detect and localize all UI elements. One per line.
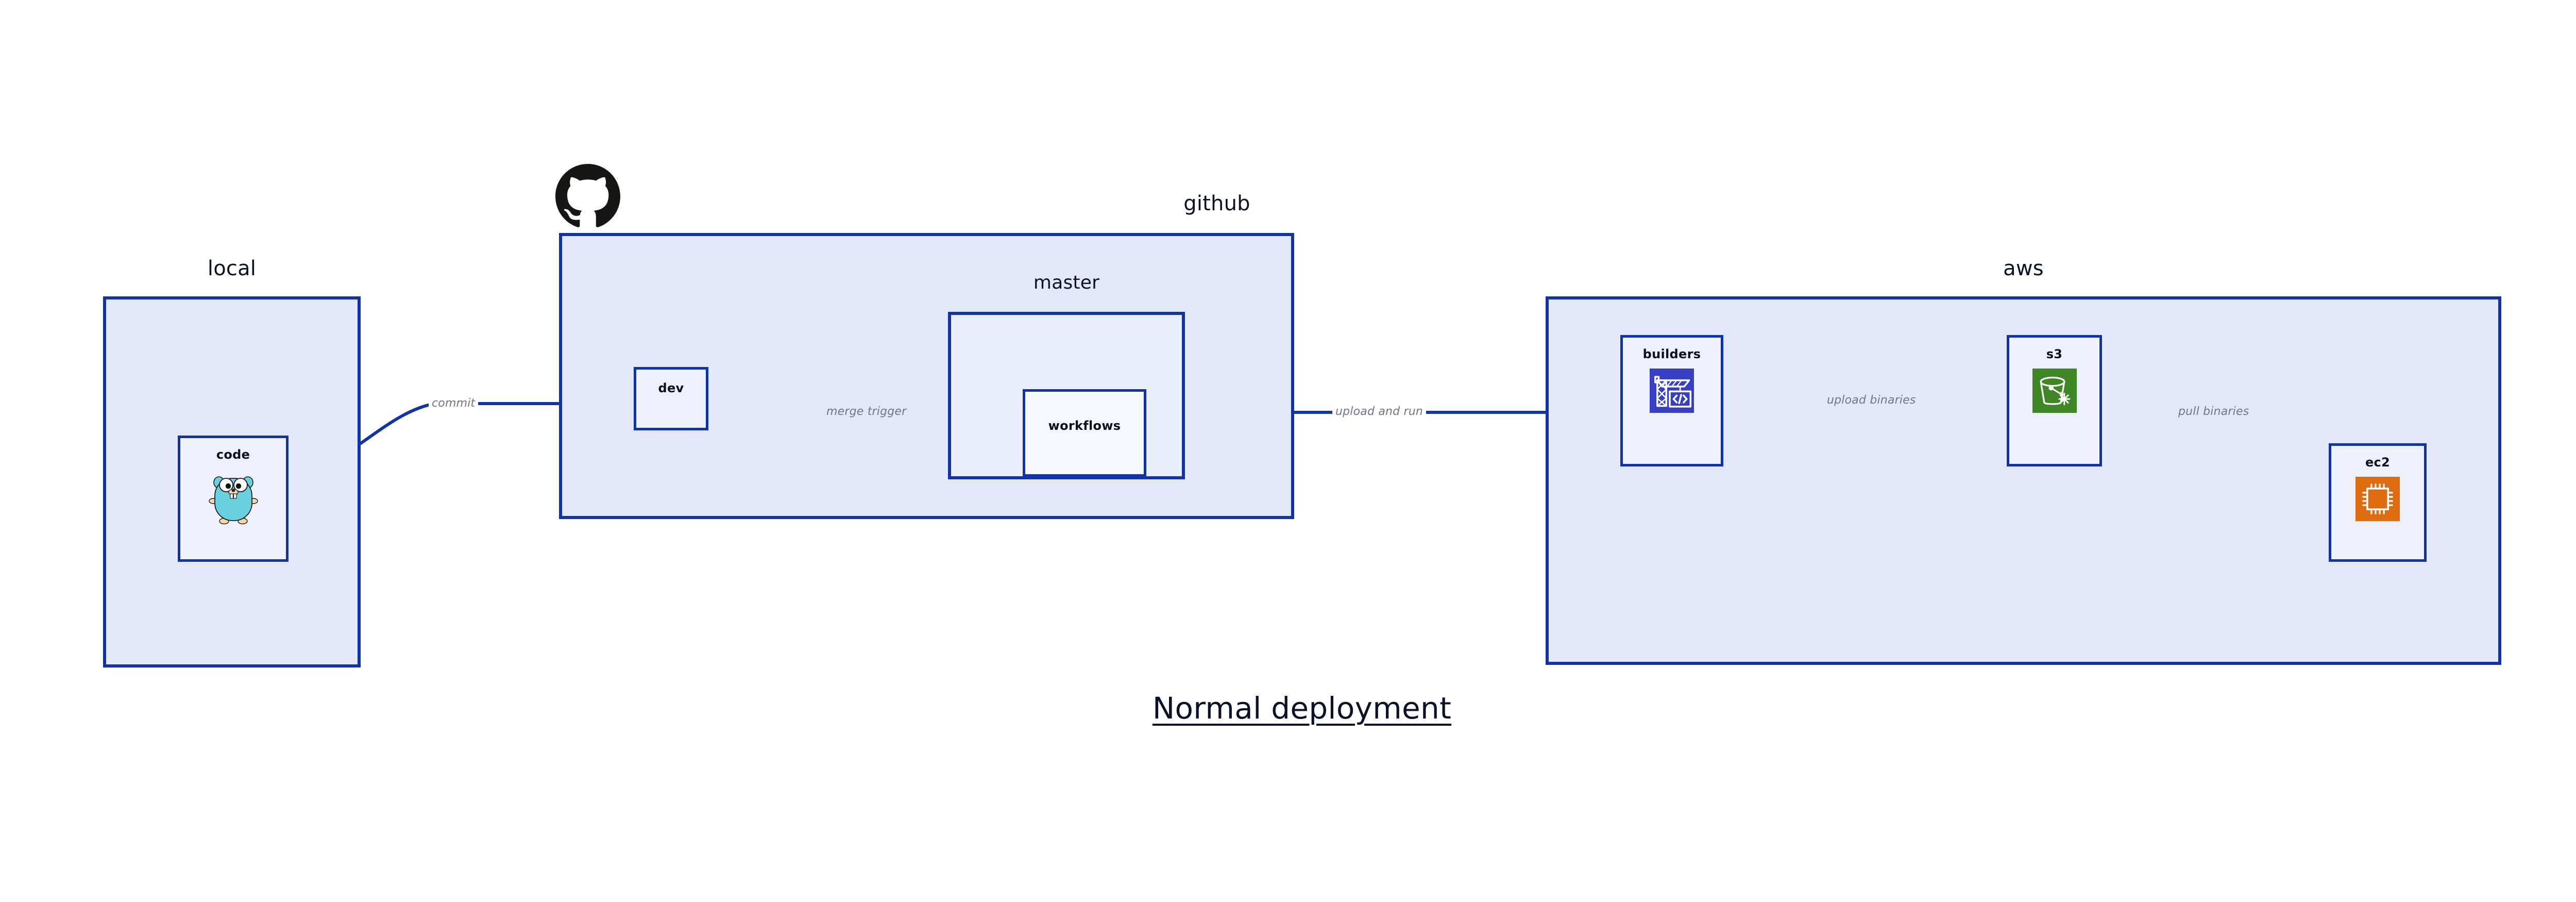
aws-ec2-chip-icon: [2355, 477, 2400, 521]
node-workflows[interactable]: workflows: [1023, 389, 1146, 477]
node-code[interactable]: code: [178, 436, 289, 562]
group-label-github: github: [1183, 192, 1250, 215]
node-label-builders: builders: [1642, 347, 1701, 361]
group-label-master: master: [1033, 272, 1100, 293]
node-label-s3: s3: [2046, 347, 2063, 361]
group-label-aws: aws: [2003, 257, 2044, 280]
group-label-local: local: [207, 257, 257, 280]
node-label-ec2: ec2: [2365, 455, 2391, 470]
edge-label-pull-binaries: pull binaries: [2175, 405, 2252, 418]
node-label-code: code: [216, 447, 250, 462]
node-builders[interactable]: builders: [1620, 335, 1723, 466]
aws-codebuild-crane-icon: [1650, 369, 1694, 413]
aws-s3-bucket-icon: [2032, 369, 2077, 413]
edge-label-upload-binaries: upload binaries: [1824, 394, 1919, 407]
go-gopher-icon: [208, 469, 258, 525]
node-ec2[interactable]: ec2: [2329, 443, 2427, 562]
diagram-title: Normal deployment: [1152, 691, 1452, 726]
node-label-dev: dev: [658, 381, 684, 395]
edge-label-merge-trigger: merge trigger: [823, 405, 910, 418]
edge-label-commit: commit: [429, 397, 479, 410]
node-s3[interactable]: s3: [2007, 335, 2102, 466]
node-dev[interactable]: dev: [634, 367, 708, 430]
github-octocat-logo: [555, 164, 620, 231]
edge-label-upload-and-run: upload and run: [1332, 405, 1427, 418]
node-label-workflows: workflows: [1048, 419, 1121, 433]
